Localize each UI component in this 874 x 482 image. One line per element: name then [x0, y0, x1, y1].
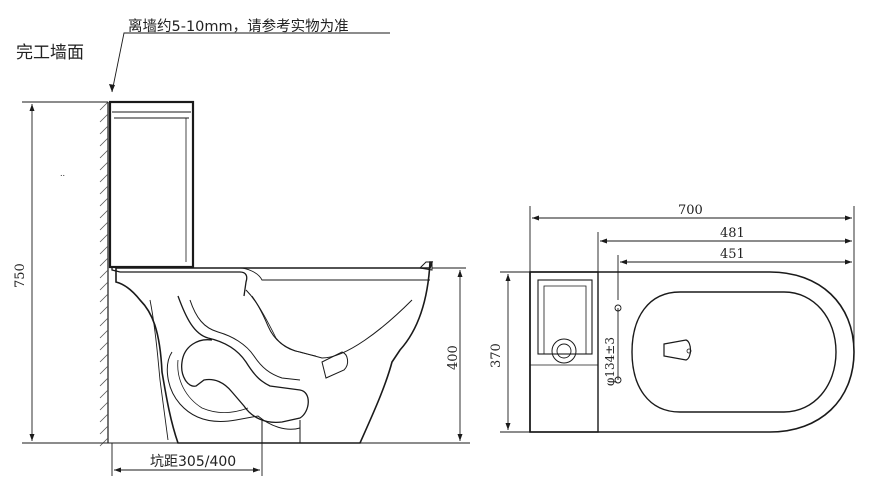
length-700-dimension [529, 206, 855, 352]
height-750-dimension [22, 101, 108, 444]
bowl-height-value: 400 [446, 345, 461, 370]
rough-in-label: 坑距305/400 [150, 454, 236, 470]
width-370-dimension [500, 271, 530, 433]
total-height-value: 750 [13, 263, 28, 288]
outlet-diameter-value: φ134±3 [603, 337, 617, 386]
length-481-dimension [597, 232, 852, 272]
side-view: .. [22, 32, 470, 476]
wall-note-leader [111, 32, 390, 93]
width-value: 370 [489, 343, 504, 368]
total-length-value: 700 [678, 203, 703, 218]
bowl-body [111, 261, 434, 444]
wall-clearance-note: 离墙约5-10mm，请参考实物为准 [128, 18, 349, 35]
length-451-dimension [617, 255, 852, 300]
finished-wall-label: 完工墙面 [16, 43, 84, 63]
rough-in-dimension [111, 443, 263, 476]
wall-hatching [99, 101, 109, 447]
outlet-length-a-value: 481 [720, 226, 745, 241]
outlet-length-b-value: 451 [720, 247, 745, 262]
svg-text:..: .. [60, 169, 65, 178]
top-cistern [529, 271, 599, 433]
top-drain [663, 339, 692, 361]
top-bowl-opening [631, 291, 837, 413]
height-400-dimension [432, 267, 466, 441]
cistern: .. [60, 100, 195, 269]
finished-wall [99, 101, 109, 447]
top-view [500, 206, 855, 433]
top-view-outline [529, 271, 855, 433]
